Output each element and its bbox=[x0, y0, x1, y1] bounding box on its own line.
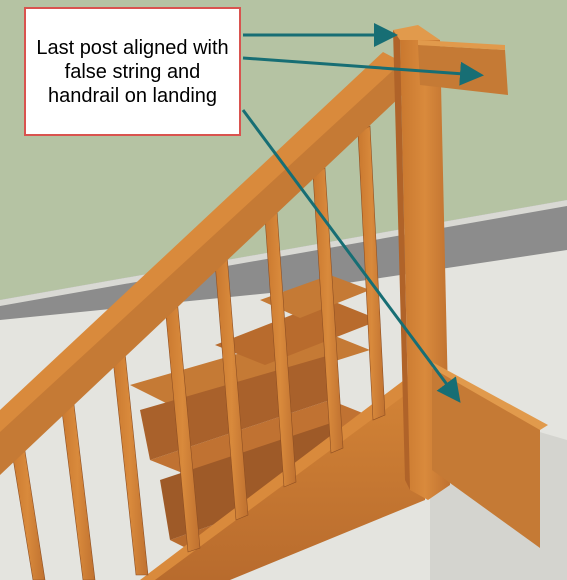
handrail bbox=[0, 60, 402, 475]
callout-box: Last post aligned with false string and … bbox=[24, 7, 241, 136]
stair-tread bbox=[150, 400, 380, 480]
newel-post-face bbox=[393, 30, 410, 490]
stair-riser bbox=[160, 420, 340, 540]
stair-tread bbox=[215, 300, 380, 365]
arrow-to-false-string bbox=[241, 109, 461, 403]
stair-tread bbox=[130, 330, 370, 410]
landing-false-string-top bbox=[432, 362, 548, 430]
stair-tread bbox=[260, 275, 370, 318]
balusters bbox=[9, 125, 386, 580]
newel-post-side bbox=[393, 25, 440, 40]
handrail-top bbox=[0, 52, 402, 432]
arrow-icon bbox=[241, 23, 484, 403]
landing-handrail-top bbox=[418, 40, 505, 50]
arrow-to-handrail bbox=[242, 56, 484, 86]
callout-text: Last post aligned with false string and … bbox=[36, 36, 229, 107]
